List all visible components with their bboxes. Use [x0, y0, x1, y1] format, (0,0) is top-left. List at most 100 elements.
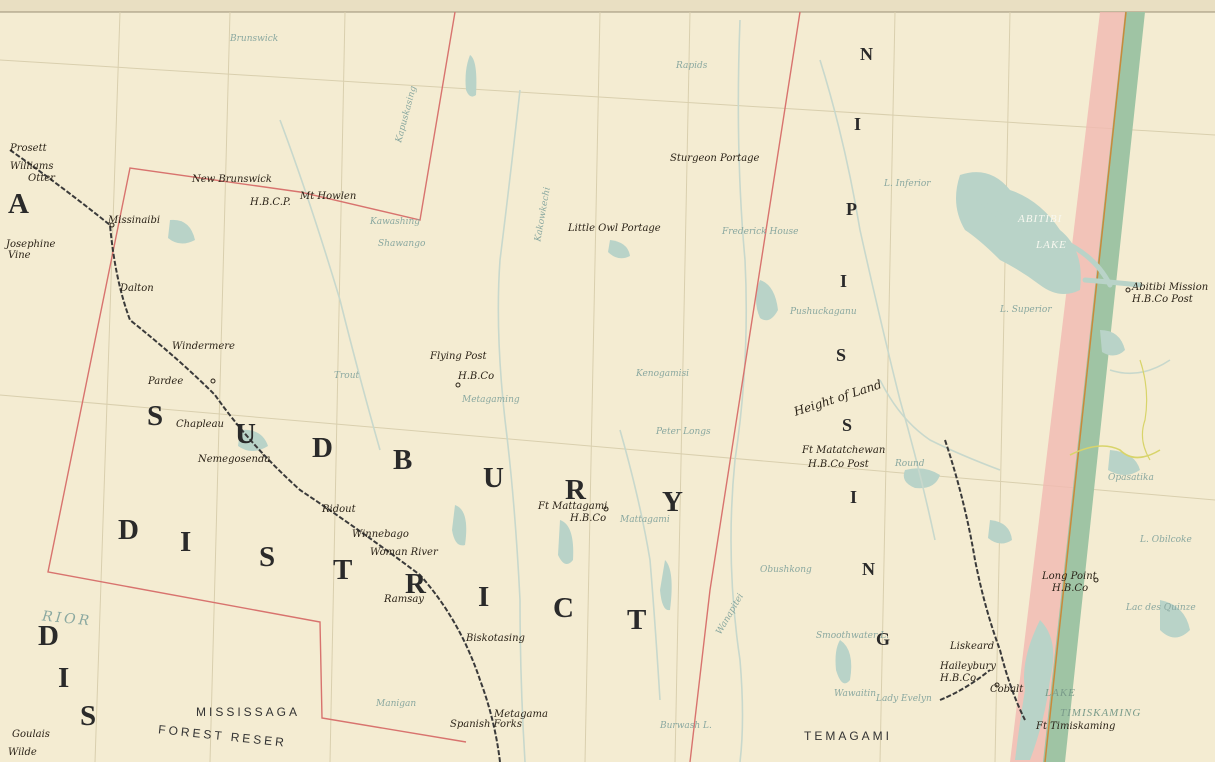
- place-label: H.B.Co Post: [808, 459, 869, 470]
- district-letter: C: [553, 592, 574, 624]
- place-label: H.B.Co: [458, 371, 495, 382]
- place-label: Windermere: [172, 341, 235, 352]
- quebec-border: [1010, 11, 1145, 762]
- map-top-scale: [0, 0, 1215, 13]
- place-label: Metagama: [494, 709, 548, 720]
- district-letter: D: [312, 432, 333, 464]
- faint-label: Shawango: [378, 239, 426, 249]
- district-letter: T: [627, 604, 647, 636]
- faint-label: Mattagami: [620, 515, 670, 525]
- district-letter: T: [333, 554, 353, 586]
- place-label: Spanish Forks: [450, 719, 522, 730]
- place-label: Goulais: [12, 729, 50, 740]
- district-letter: N: [862, 559, 875, 579]
- place-label: Wilde: [8, 747, 37, 758]
- lake-label: LAKE: [1045, 687, 1076, 699]
- district-letter: Y: [662, 486, 683, 518]
- place-label: Biskotasing: [466, 633, 525, 644]
- place-label: New Brunswick: [192, 174, 272, 185]
- faint-label: L. Inferior: [884, 179, 931, 189]
- place-label: Ft Timiskaming: [1036, 721, 1116, 732]
- faint-label: Kenogamisi: [636, 369, 690, 379]
- district-letter: I: [478, 581, 490, 613]
- faint-label: Rapids: [676, 61, 708, 71]
- district-letter: U: [235, 418, 256, 450]
- district-letter: I: [180, 526, 192, 558]
- faint-label: Round: [895, 459, 925, 469]
- district-letter: G: [876, 629, 891, 649]
- settlement-dots: [109, 222, 1131, 688]
- place-label: Williams: [10, 161, 54, 172]
- place-label: Vine: [8, 250, 31, 261]
- yellow-river-branch: [1139, 359, 1151, 461]
- faint-label: Trout: [334, 371, 360, 381]
- district-letter: I: [850, 487, 858, 507]
- abitibi-arms: [977, 197, 1143, 288]
- forest-reserve-label: TEMAGAMI: [804, 729, 893, 743]
- district-letter: I: [840, 271, 848, 291]
- faint-label: Smoothwater L.: [816, 631, 889, 641]
- faint-label: L. Obilcoke: [1140, 535, 1192, 545]
- place-label: Abitibi Mission: [1132, 282, 1209, 293]
- district-letter: S: [836, 345, 847, 365]
- place-label: Josephine: [6, 239, 56, 250]
- district-letter: U: [483, 462, 504, 494]
- place-label: Flying Post: [430, 351, 487, 362]
- lake-label: TIMISKAMING: [1060, 707, 1142, 719]
- place-label: H.B.Co Post: [1132, 294, 1193, 305]
- place-label: H.B.Co: [570, 513, 607, 524]
- faint-label: Metagaming: [462, 395, 520, 405]
- district-letter: R: [565, 474, 586, 506]
- place-label: Ramsay: [384, 594, 424, 605]
- faint-label: Obushkong: [760, 565, 812, 575]
- place-label: H.B.Co: [1052, 583, 1089, 594]
- place-label: Winnebago: [352, 529, 409, 540]
- faint-label: Lac des Quinze: [1126, 603, 1196, 613]
- district-letter: S: [842, 415, 853, 435]
- district-letter: S: [80, 700, 97, 732]
- lake-label: ABITIBI: [1018, 213, 1063, 225]
- faint-label: Brunswick: [230, 34, 279, 44]
- district-letter: I: [854, 114, 862, 134]
- place-label: Cobalt: [990, 684, 1024, 695]
- place-label: Ft Mattagami: [538, 501, 608, 512]
- faint-label: Burwash L.: [660, 721, 712, 731]
- faint-label: Lady Evelyn: [876, 694, 932, 704]
- place-label: Missinaibi: [108, 215, 161, 226]
- district-boundaries: [47, 11, 801, 762]
- faint-label: Peter Longs: [656, 427, 711, 437]
- place-label: Pardee: [148, 376, 184, 387]
- district-letter: R: [405, 568, 426, 600]
- faint-label: Manigan: [376, 699, 417, 709]
- place-label: Haileybury: [940, 661, 996, 672]
- place-label: Sturgeon Portage: [670, 153, 760, 164]
- rivers: [279, 19, 1171, 762]
- place-label: Prosett: [10, 143, 47, 154]
- district-letter: P: [846, 199, 857, 219]
- faint-label: Kawashing: [370, 217, 421, 227]
- place-label: Little Owl Portage: [568, 223, 661, 234]
- district-letter: S: [259, 541, 276, 573]
- place-label: Dalton: [120, 283, 154, 294]
- place-label: Ridout: [322, 504, 356, 515]
- faint-label: L. Superior: [1000, 305, 1052, 315]
- place-label: H.B.Co: [940, 673, 977, 684]
- place-label: H.B.C.P.: [250, 197, 291, 208]
- lake-label: LAKE: [1036, 239, 1067, 251]
- place-label: Chapleau: [176, 419, 224, 430]
- district-letter: D: [118, 514, 139, 546]
- place-label: Nemegosenda: [198, 454, 271, 465]
- faint-label: Wawaitin: [834, 689, 877, 699]
- district-letter: A: [8, 188, 29, 220]
- place-label: Liskeard: [950, 641, 995, 652]
- forest-reserve-label: MISSISSAGA: [196, 705, 301, 719]
- faint-label: Frederick House: [722, 227, 799, 237]
- district-letter: S: [147, 400, 164, 432]
- place-label: Woman River: [370, 547, 438, 558]
- district-letter: N: [860, 44, 873, 64]
- faint-label: Pushuckaganu: [790, 307, 857, 317]
- district-letter: B: [393, 444, 413, 476]
- district-letter: D: [38, 620, 59, 652]
- faint-label: Opasatika: [1108, 473, 1154, 483]
